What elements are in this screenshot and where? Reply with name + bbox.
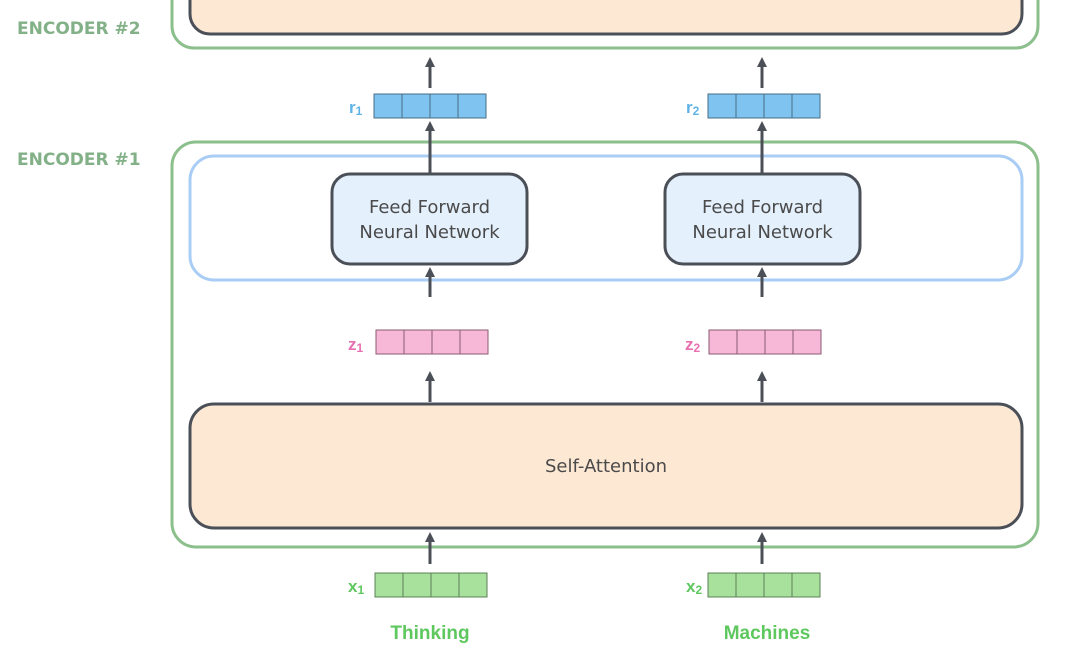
svg-text:x1: x1 [348,577,364,597]
ffnn-box-1: Feed Forward Neural Network [330,172,529,266]
x2-subscript: 2 [695,583,702,597]
x2-letter: x [686,577,696,596]
ffnn-1-line2: Neural Network [359,222,500,243]
z2-letter: z [685,335,694,354]
ffnn-2-line1: Feed Forward [702,197,823,218]
ffnn-panel [188,154,1024,282]
ffnn-1-line1: Feed Forward [369,197,490,218]
self-attention-label: Self-Attention [545,456,667,477]
z2-vector: z2 [685,329,822,355]
z1-subscript: 1 [357,341,364,355]
r1-vector: r1 [349,93,487,119]
encoder-2-label: ENCODER #2 [17,19,141,39]
ffnn-2-line2: Neural Network [692,222,833,243]
x1-subscript: 1 [357,583,364,597]
z1-letter: z [348,335,357,354]
r2-subscript: 2 [693,104,700,118]
x1-vector: x1 [348,572,488,598]
svg-text:r1: r1 [349,98,363,118]
encoder-2-self-attention-box [188,0,1024,36]
r2-letter: r [686,98,693,117]
r1-subscript: 1 [356,104,363,118]
encoder-1-outer-box [170,140,1040,549]
svg-text:z1: z1 [348,335,364,355]
svg-text:z2: z2 [685,335,701,355]
r1-letter: r [349,98,356,117]
x1-letter: x [348,577,358,596]
svg-text:r2: r2 [686,98,700,118]
r2-vector: r2 [686,93,821,119]
self-attention-box: Self-Attention [188,402,1024,530]
encoder-1-label: ENCODER #1 [17,150,141,170]
x2-vector: x2 [686,572,821,598]
encoder-2-outer-box [170,0,1040,50]
word-machines: Machines [724,623,811,644]
ffnn-box-2: Feed Forward Neural Network [663,172,862,266]
svg-text:x2: x2 [686,577,702,597]
word-thinking: Thinking [390,623,469,644]
z2-subscript: 2 [694,341,701,355]
z1-vector: z1 [348,329,489,355]
